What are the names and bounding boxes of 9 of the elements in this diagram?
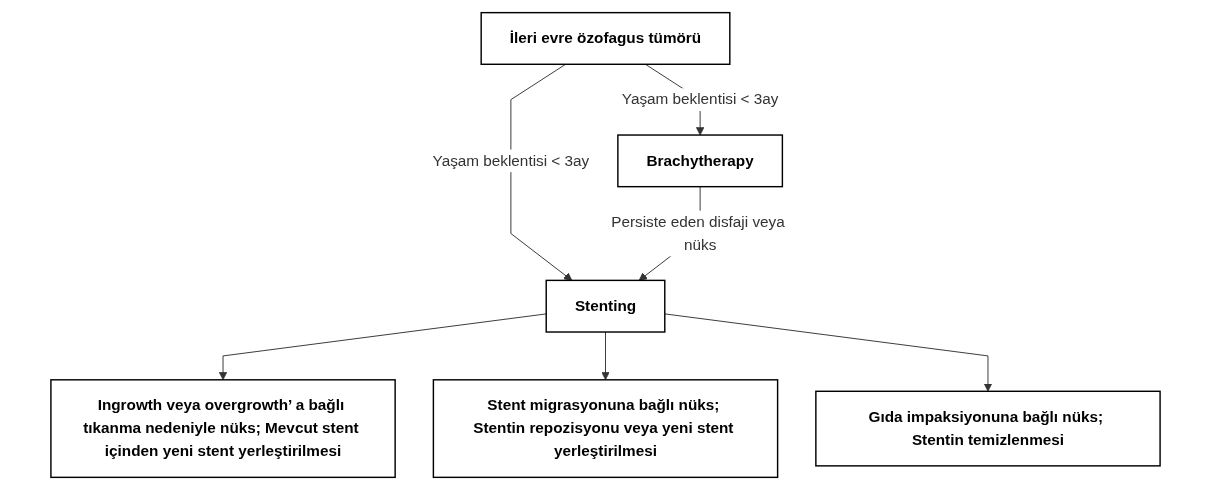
node-box: Ingrowth veya overgrowth’ a bağlı tıkanma nedeniyle nüks; Mevcut stent içinden yeni stent yerleştirilmesi [50, 379, 396, 479]
edge-label: Yaşam beklentisi < 3ay [432, 152, 590, 169]
edge-label: Yaşam beklentisi < 3ay [621, 91, 779, 108]
edge-label: Persiste eden disfaji veya nüks [611, 213, 785, 253]
node-box: Stent migrasyonuna bağlı nüks; Stentin repozisyonu veya yeni stent yerleştirilmesi [432, 379, 779, 479]
node-box: Brachytherapy [617, 134, 784, 188]
node-box: Gıda impaksiyonuna bağlı nüks; Stentin temizlenmesi [815, 390, 1161, 467]
node-box: Stenting [545, 279, 666, 333]
node-box: İleri evre özofagus tümörü [480, 11, 731, 65]
